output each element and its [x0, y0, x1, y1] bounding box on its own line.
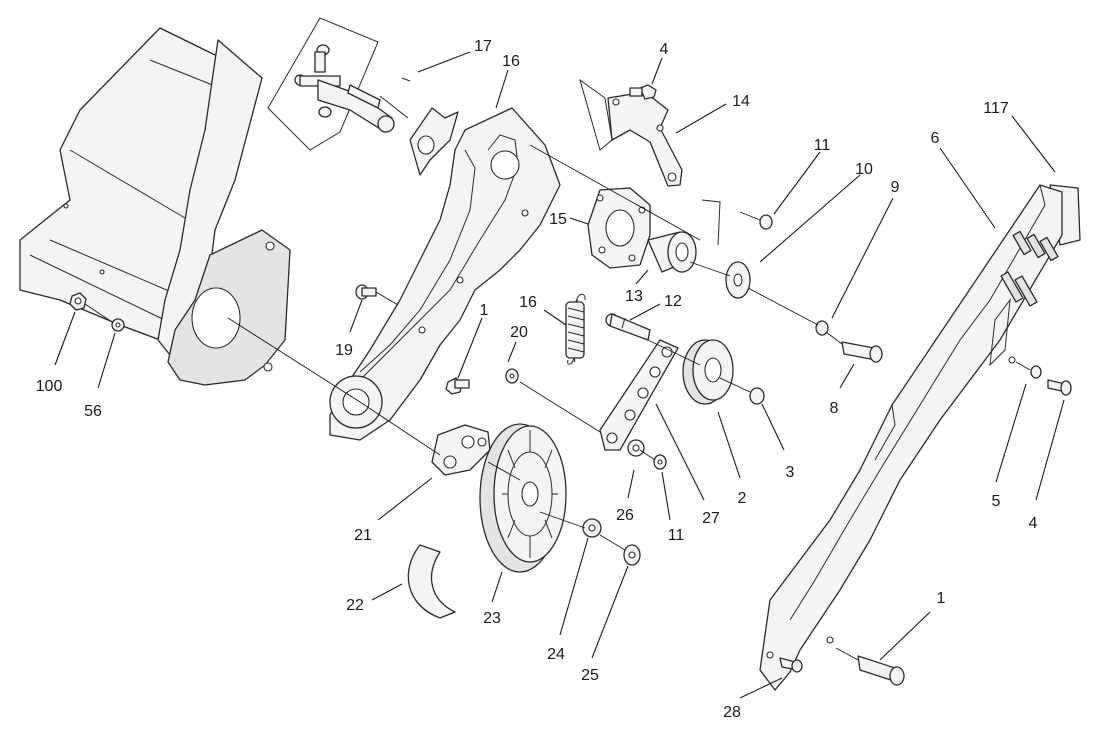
arm-27: [599, 339, 679, 451]
callout-9: 9: [891, 179, 900, 196]
callout-22: 22: [346, 597, 364, 614]
bolt-8: [841, 341, 883, 363]
leader-lines: [54, 51, 1065, 699]
nut-25: [623, 544, 641, 566]
callout-117: 117: [983, 100, 1009, 117]
cover-6: [759, 184, 1081, 691]
spring-16: [565, 293, 586, 365]
assembly-axes: [84, 95, 1031, 661]
washer-24: [582, 518, 602, 538]
callout-100: 100: [36, 378, 63, 395]
callout-10: 10: [855, 161, 873, 178]
nut-100: [69, 292, 87, 311]
screw-4-top: [629, 84, 657, 100]
callout-11-lower: 11: [668, 527, 685, 544]
callout-18: 17: [474, 38, 492, 55]
callout-4-right: 4: [1029, 515, 1038, 532]
callout-4-top: 4: [660, 41, 669, 58]
callout-28: 28: [723, 704, 741, 721]
callout-5: 5: [992, 493, 1001, 510]
callout-1-lower: 1: [937, 590, 946, 607]
idler-arm-21: [431, 424, 491, 476]
bolt-1-upper: [445, 377, 470, 395]
screw-28: [779, 657, 803, 673]
bracket-14: [579, 78, 683, 187]
break-line: [701, 199, 721, 246]
callout-2: 2: [738, 490, 747, 507]
callout-17: 16: [502, 53, 520, 70]
callout-1-upper: 1: [480, 302, 489, 319]
callout-14: 14: [732, 93, 750, 110]
washer-20: [505, 368, 519, 384]
pulley-2: [682, 339, 734, 405]
callout-12: 12: [664, 293, 682, 310]
nut-11-lower: [653, 454, 667, 470]
washer-26: [627, 439, 645, 457]
bolt-1-lower: [857, 655, 905, 686]
pin-12: [605, 313, 651, 341]
large-pulley-23: [479, 423, 567, 573]
callout-8: 8: [830, 400, 839, 417]
callout-20: 20: [510, 324, 528, 341]
callout-56: 56: [84, 403, 102, 420]
callout-6: 6: [931, 130, 940, 147]
callout-3: 3: [786, 464, 795, 481]
callout-15: 15: [549, 211, 567, 228]
callout-25: 25: [581, 667, 599, 684]
callout-23: 23: [483, 610, 501, 627]
callout-27: 27: [702, 510, 720, 527]
bracket-15: [587, 187, 651, 269]
belt-guide-22: [407, 544, 456, 619]
callout-13: 13: [625, 288, 643, 305]
callout-21: 21: [354, 527, 372, 544]
spacer-13: [647, 231, 697, 273]
washer-5: [1030, 365, 1042, 379]
callout-24: 24: [547, 646, 565, 663]
side-plate: [157, 39, 291, 386]
bolt-19: [355, 284, 377, 300]
washer-56: [111, 318, 125, 332]
nut-11-upper: [759, 214, 773, 230]
callout-19: 19: [335, 342, 353, 359]
callout-16: 16: [519, 294, 537, 311]
nut-3: [749, 387, 765, 405]
washer-9: [815, 320, 829, 336]
callout-26: 26: [616, 507, 634, 524]
washer-10: [725, 261, 751, 299]
shaft-assembly: [267, 17, 411, 151]
callout-11-upper: 11: [814, 137, 831, 154]
bracket-housing-17: [329, 107, 561, 441]
screw-4-right: [1047, 379, 1072, 396]
callout-labels: 17 16 4 14 11 10 9 6 117 15 13 12 16 1 2…: [36, 38, 1038, 721]
